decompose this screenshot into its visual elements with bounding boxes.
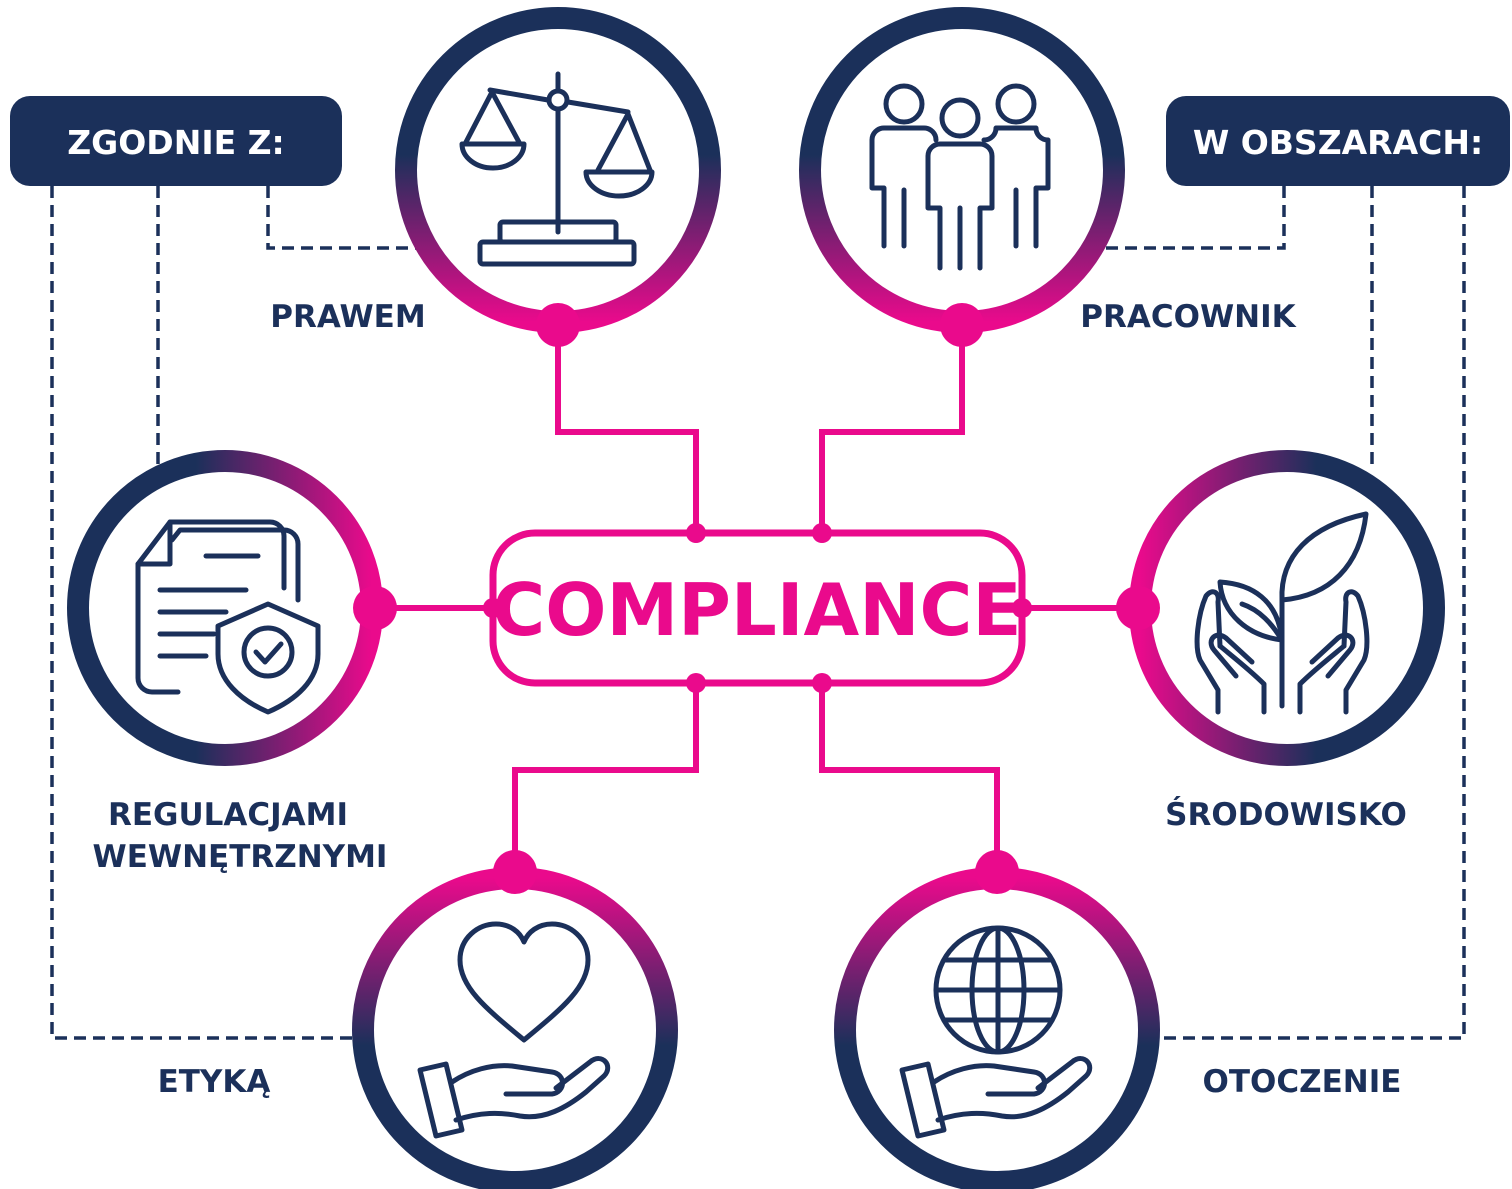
- header-right: W OBSZARACH:: [1166, 96, 1510, 186]
- label-regulations-1: REGULACJAMI: [108, 797, 348, 833]
- header-left-text: ZGODNIE Z:: [67, 123, 285, 162]
- label-employee: PRACOWNIK: [1080, 299, 1296, 335]
- center-box: COMPLIANCE: [483, 523, 1032, 693]
- label-regulations-2: WEWNĘTRZNYMI: [93, 839, 388, 875]
- dash-surroundings: [1160, 186, 1466, 1040]
- center-label: COMPLIANCE: [492, 568, 1021, 652]
- node-employee: PRACOWNIK: [799, 7, 1297, 347]
- header-left: ZGODNIE Z:: [10, 96, 342, 186]
- link-employee: [819, 330, 965, 533]
- node-surroundings: OTOCZENIE: [834, 850, 1402, 1189]
- plant-in-hands-icon: [1194, 511, 1370, 715]
- node-environment: ŚRODOWISKO: [1116, 450, 1445, 833]
- people-group-icon: [869, 83, 1051, 271]
- label-environment: ŚRODOWISKO: [1165, 796, 1407, 833]
- pink-connectors: [375, 330, 1138, 872]
- globe-in-hand-icon: [899, 925, 1093, 1139]
- heart-in-hand-icon: [417, 921, 611, 1139]
- label-surroundings: OTOCZENIE: [1203, 1064, 1402, 1100]
- dash-law: [266, 186, 440, 250]
- link-law: [555, 330, 699, 533]
- link-ethics: [512, 683, 699, 872]
- dash-employee: [1090, 186, 1286, 250]
- node-regulations: REGULACJAMI WEWNĘTRZNYMI: [67, 450, 397, 875]
- label-law: PRAWEM: [270, 299, 425, 335]
- document-shield-icon: [135, 519, 321, 715]
- link-surroundings: [819, 683, 1000, 872]
- scales-of-justice-icon: [459, 71, 655, 267]
- header-right-text: W OBSZARACH:: [1193, 123, 1483, 162]
- node-law: PRAWEM: [270, 7, 721, 347]
- label-ethics: ETYKĄ: [158, 1064, 271, 1100]
- node-ethics: ETYKĄ: [158, 850, 678, 1189]
- dashed-connectors: [50, 186, 1466, 1040]
